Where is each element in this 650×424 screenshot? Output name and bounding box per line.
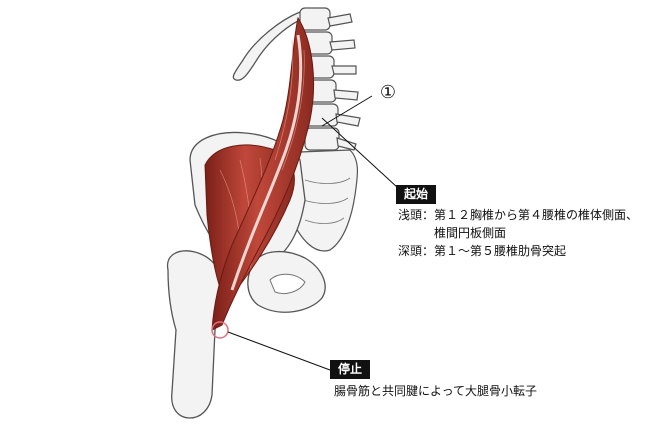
psoas-major-muscle	[211, 16, 315, 331]
origin-tag: 起始	[396, 185, 437, 204]
insertion-leader-line	[227, 331, 331, 371]
origin-leader-line	[321, 117, 399, 189]
insertion-marker	[211, 321, 229, 339]
marker-number: ①	[380, 82, 396, 103]
femur-bone	[166, 250, 223, 419]
origin-line-2: 椎間円板側面	[398, 226, 507, 240]
insertion-line-1: 腸骨筋と共同腱によって大腿骨小転子	[334, 384, 538, 398]
insertion-tag: 停止	[330, 360, 371, 379]
origin-line-3: 深頭：第１～第５腰椎肋骨突起	[398, 244, 567, 258]
marker-leader-line	[321, 95, 373, 127]
origin-line-1: 浅頭：第１２胸椎から第４腰椎の椎体側面、	[398, 208, 639, 222]
rib-bone	[232, 11, 305, 81]
lumbar-spine	[299, 7, 361, 151]
